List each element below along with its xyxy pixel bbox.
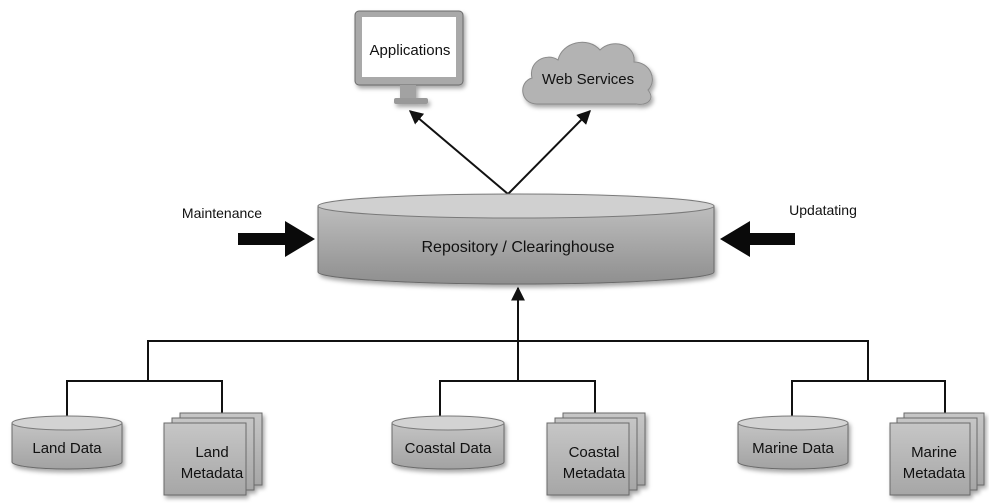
web-services-node: Web Services	[522, 41, 653, 105]
updating-arrow-icon	[720, 221, 795, 257]
land-metadata-node: Land Metadata	[163, 412, 263, 496]
coastal-data-label: Coastal Data	[405, 440, 492, 457]
repository-label: Repository / Clearinghouse	[422, 239, 615, 256]
document-stack-icon	[546, 412, 646, 496]
land-metadata-label-line2: Metadata	[181, 465, 244, 482]
updating-input: Updatating	[720, 202, 857, 257]
arrow-to-web-services	[507, 110, 591, 195]
applications-label: Applications	[370, 42, 451, 59]
marine-metadata-label-line2: Metadata	[903, 465, 966, 482]
applications-node: Applications	[354, 10, 464, 104]
land-data-label: Land Data	[32, 440, 102, 457]
land-data-node: Land Data	[11, 415, 123, 470]
connector-lines	[66, 286, 946, 417]
updating-label: Updatating	[789, 202, 857, 218]
repository-cylinder: Repository / Clearinghouse	[317, 193, 715, 285]
document-stack-icon	[889, 412, 985, 496]
web-services-label: Web Services	[542, 71, 634, 88]
monitor-icon	[354, 10, 464, 104]
coastal-metadata-label-line1: Coastal	[569, 444, 620, 461]
marine-metadata-node: Marine Metadata	[889, 412, 985, 496]
cloud-icon	[522, 41, 653, 105]
coastal-metadata-node: Coastal Metadata	[546, 412, 646, 496]
land-metadata-label-line1: Land	[195, 444, 228, 461]
document-stack-icon	[163, 412, 263, 496]
coastal-data-node: Coastal Data	[391, 415, 505, 470]
marine-data-node: Marine Data	[737, 415, 849, 470]
coastal-metadata-label-line2: Metadata	[563, 465, 626, 482]
marine-data-label: Marine Data	[752, 440, 834, 457]
arrow-to-applications	[408, 110, 509, 195]
maintenance-arrow-icon	[238, 221, 315, 257]
marine-metadata-label-line1: Marine	[911, 444, 957, 461]
maintenance-input: Maintenance	[182, 205, 315, 257]
maintenance-label: Maintenance	[182, 205, 262, 221]
